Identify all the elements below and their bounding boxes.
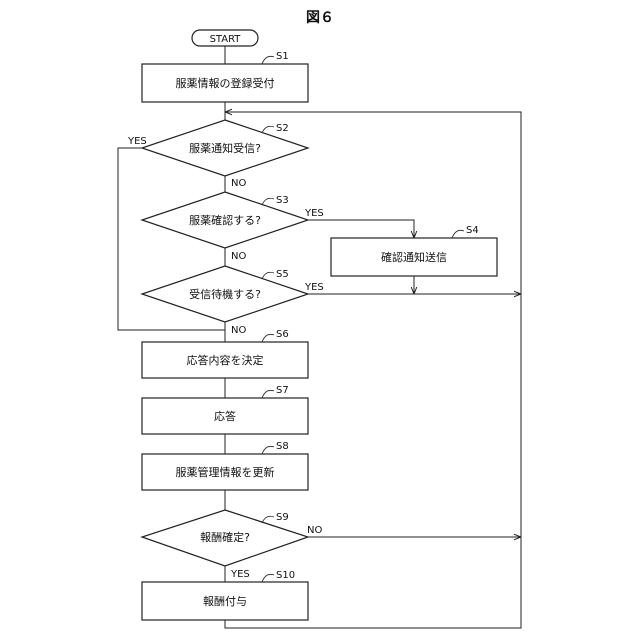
step-s10-id: S10: [276, 570, 295, 581]
decision-s9-no-label: NO: [307, 525, 322, 536]
decision-s3-text: 服薬確認する?: [189, 213, 261, 227]
decision-s5-leader: [262, 272, 274, 279]
decision-s3-no-label: NO: [231, 251, 246, 262]
decision-s2-leader: [262, 126, 274, 133]
decision-s9-text: 報酬確定?: [200, 530, 250, 544]
step-s8-id: S8: [276, 441, 289, 452]
decision-s5-yes-label: YES: [304, 282, 324, 293]
step-s7-id: S7: [276, 385, 289, 396]
decision-s5-text: 受信待機する?: [189, 287, 261, 301]
decision-s9-id: S9: [276, 512, 289, 523]
connector-s3-yes-s4: [308, 220, 414, 238]
step-s10-leader: [262, 574, 274, 582]
step-s7-leader: [262, 390, 274, 398]
step-s8-text: 服薬管理情報を更新: [176, 465, 275, 479]
step-s1-id: S1: [276, 51, 289, 62]
decision-s9-leader: [262, 516, 274, 523]
decision-s5: 受信待機する? S5 YES NO: [142, 266, 324, 336]
step-s6-leader: [262, 334, 274, 342]
step-s6-id: S6: [276, 329, 289, 340]
start-terminal: START: [192, 30, 258, 46]
decision-s2: 服薬通知受信? S2 YES NO: [127, 120, 308, 189]
figure-title: 図６: [306, 10, 334, 26]
decision-s2-text: 服薬通知受信?: [189, 141, 261, 155]
step-s6-text: 応答内容を決定: [187, 353, 264, 367]
decision-s5-no-label: NO: [231, 325, 246, 336]
step-s4-text: 確認通知送信: [381, 250, 447, 264]
step-s1-leader: [262, 56, 274, 64]
decision-s3-yes-label: YES: [304, 208, 324, 219]
decision-s2-yes-label: YES: [127, 136, 147, 147]
decision-s9: 報酬確定? S9 NO YES: [142, 510, 322, 580]
step-s4-id: S4: [466, 225, 479, 236]
step-s10-text: 報酬付与: [203, 595, 247, 608]
decision-s9-yes-label: YES: [230, 569, 250, 580]
decision-s3-id: S3: [276, 195, 289, 206]
step-s8-leader: [262, 446, 274, 454]
decision-s2-no-label: NO: [231, 178, 246, 189]
step-s1-text: 服薬情報の登録受付: [176, 76, 275, 90]
step-s4-leader: [452, 230, 464, 238]
decision-s3: 服薬確認する? S3 YES NO: [142, 192, 324, 262]
step-s7-text: 応答: [214, 409, 236, 423]
decision-s5-id: S5: [276, 269, 289, 280]
start-terminal-label: START: [210, 34, 242, 45]
decision-s3-leader: [262, 198, 274, 205]
decision-s2-id: S2: [276, 123, 289, 134]
